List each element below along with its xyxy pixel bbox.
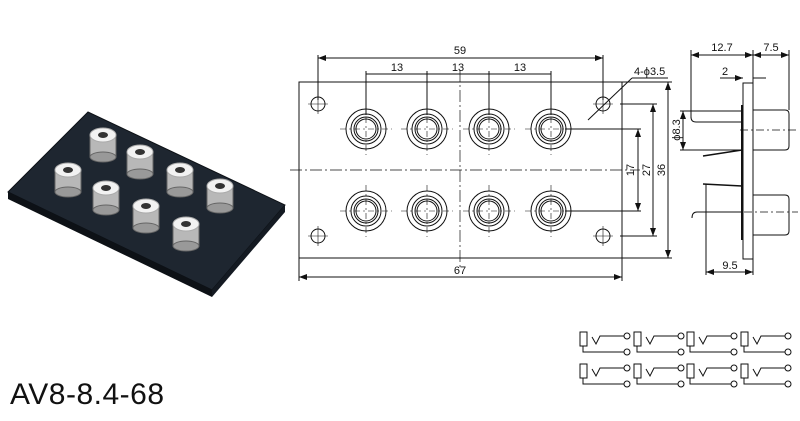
dim-pitch-3: 13 bbox=[514, 62, 526, 74]
product-photo bbox=[7, 111, 286, 297]
rca-jack bbox=[340, 185, 392, 237]
jack-symbol bbox=[633, 363, 685, 388]
rca-jack bbox=[401, 185, 453, 237]
dim-9-5: 9.5 bbox=[722, 260, 737, 272]
dim-7-5: 7.5 bbox=[763, 42, 778, 54]
side-view bbox=[680, 50, 798, 275]
dim-67: 67 bbox=[454, 265, 466, 277]
jack-symbol bbox=[740, 331, 792, 356]
wiring-schematic bbox=[579, 331, 792, 388]
rca-jack-photo bbox=[206, 178, 234, 214]
dim-36: 36 bbox=[656, 164, 668, 176]
rca-jack bbox=[401, 103, 453, 155]
jack-symbol bbox=[579, 331, 631, 356]
dim-pitch-2: 13 bbox=[452, 62, 464, 74]
model-number: AV8-8.4-68 bbox=[10, 378, 165, 411]
rca-jack bbox=[463, 185, 515, 237]
dim-mount-holes: 4-ϕ3.5 bbox=[634, 66, 665, 78]
jack-symbol bbox=[686, 331, 738, 356]
rca-jack-photo bbox=[92, 180, 120, 216]
rca-jack-photo bbox=[89, 127, 117, 163]
dim-59: 59 bbox=[454, 45, 466, 57]
mount-hole bbox=[308, 226, 328, 246]
dim-27: 27 bbox=[641, 164, 653, 176]
jack-symbol bbox=[686, 363, 738, 388]
rca-jack-photo bbox=[54, 162, 82, 198]
rca-jack-photo bbox=[172, 216, 200, 252]
dim-jack-diameter: ϕ8.3 bbox=[671, 119, 683, 140]
jack-symbol bbox=[633, 331, 685, 356]
dim-17: 17 bbox=[625, 164, 637, 176]
front-view bbox=[290, 55, 672, 281]
mount-hole bbox=[593, 226, 613, 246]
jack-symbol bbox=[740, 363, 792, 388]
rca-jack-photo bbox=[132, 198, 160, 234]
dim-12-7: 12.7 bbox=[711, 42, 732, 54]
jack-symbol bbox=[579, 363, 631, 388]
dim-pitch-1: 13 bbox=[391, 62, 403, 74]
dim-2: 2 bbox=[722, 66, 728, 78]
rca-jack-photo bbox=[166, 162, 194, 198]
rca-jack-photo bbox=[126, 144, 154, 180]
